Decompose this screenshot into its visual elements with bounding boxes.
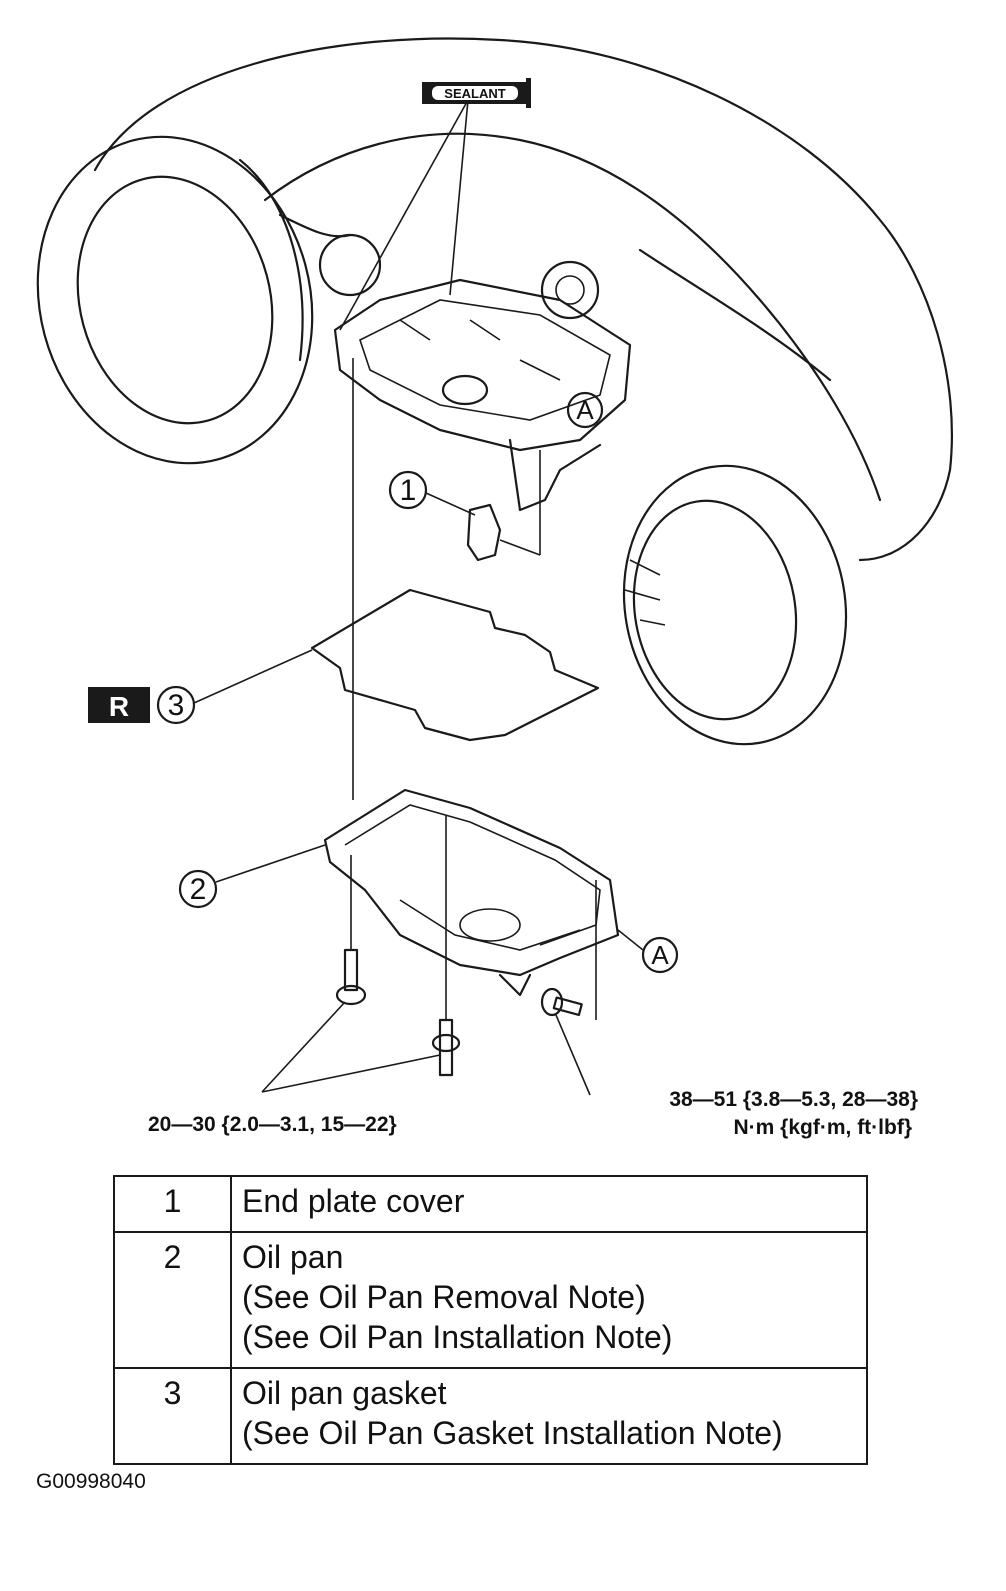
torque-spec-right: 38—51 {3.8—5.3, 28—38} xyxy=(669,1088,918,1111)
table-row: 2 Oil pan (See Oil Pan Removal Note) (Se… xyxy=(113,1231,868,1369)
engine-block xyxy=(318,233,632,512)
part-number: 2 xyxy=(113,1231,232,1369)
front-tire xyxy=(36,135,314,465)
torque-leaders xyxy=(261,1001,591,1096)
part-number: 1 xyxy=(113,1175,232,1233)
bolt-left xyxy=(335,948,367,1006)
replace-badge-label: R xyxy=(109,691,129,722)
end-plate-cover xyxy=(466,503,502,562)
table-row: 1 End plate cover xyxy=(113,1175,868,1233)
table-row: 3 Oil pan gasket (See Oil Pan Gasket Ins… xyxy=(113,1367,868,1465)
callout-2: 2 xyxy=(178,844,326,909)
detail-marker-lower: A xyxy=(617,929,679,974)
figure-id: G00998040 xyxy=(36,1470,146,1493)
detail-marker-upper: A xyxy=(566,391,604,429)
sealant-badge: SEALANT xyxy=(422,78,531,108)
callout-2-label: 2 xyxy=(190,873,207,906)
svg-text:A: A xyxy=(651,940,669,970)
vehicle-body-outline xyxy=(93,37,954,562)
sealant-leaders xyxy=(339,99,469,331)
oil-pan xyxy=(323,788,620,997)
alignment-lines xyxy=(350,358,597,1020)
stud-bolt xyxy=(431,1018,461,1077)
callout-1-label: 1 xyxy=(400,474,417,507)
part-description: Oil pan (See Oil Pan Removal Note) (See … xyxy=(230,1231,868,1369)
replace-badge xyxy=(88,687,150,723)
part-description: End plate cover xyxy=(230,1175,868,1233)
parts-table: 1 End plate cover 2 Oil pan (See Oil Pan… xyxy=(113,1175,868,1465)
rear-tire xyxy=(622,464,848,746)
sealant-label: SEALANT xyxy=(444,86,505,101)
torque-units: N·m {kgf·m, ft·lbf} xyxy=(734,1116,912,1139)
callout-1: 1 xyxy=(388,470,476,516)
callout-3-label: 3 xyxy=(168,689,185,722)
bolt-right xyxy=(540,987,583,1017)
part-number: 3 xyxy=(113,1367,232,1465)
part-description: Oil pan gasket (See Oil Pan Gasket Insta… xyxy=(230,1367,868,1465)
callout-3: R 3 xyxy=(88,649,313,725)
svg-text:A: A xyxy=(576,395,594,425)
torque-spec-left: 20—30 {2.0—3.1, 15—22} xyxy=(148,1113,397,1136)
oil-pan-gasket xyxy=(310,588,600,742)
